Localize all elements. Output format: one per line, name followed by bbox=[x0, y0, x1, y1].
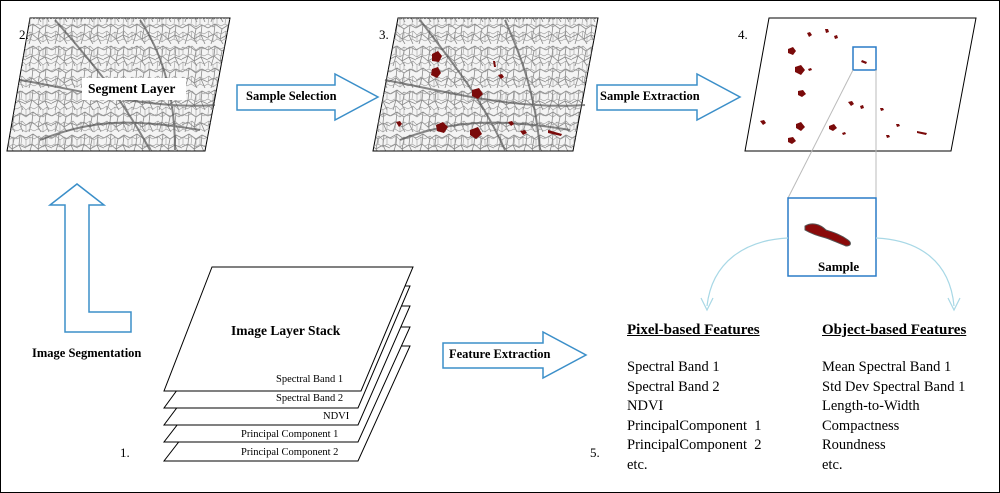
layer-label: Spectral Band 2 bbox=[276, 393, 344, 404]
object-features-title: Object-based Features bbox=[822, 322, 967, 338]
list-item: Std Dev Spectral Band 1 bbox=[822, 378, 966, 395]
feature-extraction-label: Feature Extraction bbox=[449, 347, 551, 361]
list-item: Length-to-Width bbox=[822, 398, 920, 414]
arrow-feature-extraction bbox=[442, 330, 588, 380]
layer-label: Spectral Band 1 bbox=[276, 374, 344, 385]
zoom-line-left bbox=[787, 69, 854, 199]
list-item: Roundness bbox=[822, 437, 886, 453]
list-item: etc. bbox=[627, 456, 648, 473]
image-layer-stack bbox=[162, 266, 414, 462]
segment-layer-label: Segment Layer bbox=[88, 81, 176, 96]
segment-layer-panel bbox=[6, 17, 231, 152]
step-2-number: 2. bbox=[19, 27, 29, 42]
list-item: Spectral Band 2 bbox=[627, 378, 720, 395]
pixel-features: Pixel-based Features Spectral Band 1 Spe… bbox=[627, 322, 762, 475]
sample-selection-label: Sample Selection bbox=[246, 89, 337, 103]
image-segmentation-label: Image Segmentation bbox=[32, 346, 142, 360]
list-item: etc. bbox=[822, 456, 843, 473]
list-item: NDVI bbox=[627, 398, 664, 414]
step-3-number: 3. bbox=[379, 27, 389, 42]
list-item: Spectral Band 1 bbox=[627, 359, 720, 375]
arrow-sample-extraction bbox=[596, 72, 742, 122]
object-features-list: Mean Spectral Band 1 Std Dev Spectral Ba… bbox=[822, 358, 966, 475]
sample-zoom-box bbox=[787, 197, 877, 277]
list-item: PrincipalComponent 1 bbox=[627, 417, 762, 434]
image-layer-stack-label: Image Layer Stack bbox=[231, 323, 341, 338]
layer-label: Principal Component 1 bbox=[241, 429, 339, 440]
arrow-sample-selection bbox=[236, 72, 380, 122]
sample-to-features-curves bbox=[700, 237, 961, 312]
pixel-features-list: Spectral Band 1 Spectral Band 2 NDVI Pri… bbox=[627, 358, 762, 475]
sample-label: Sample bbox=[818, 259, 860, 274]
arrow-image-segmentation bbox=[47, 183, 132, 333]
sample-extraction-panel bbox=[744, 17, 977, 152]
step-4-number: 4. bbox=[738, 27, 748, 42]
sample-selection-panel bbox=[372, 17, 599, 152]
sample-extraction-label: Sample Extraction bbox=[600, 89, 700, 103]
object-features: Object-based Features Mean Spectral Band… bbox=[822, 322, 966, 475]
layer-label: Principal Component 2 bbox=[241, 447, 339, 458]
step-5-number: 5. bbox=[590, 445, 600, 460]
list-item: Mean Spectral Band 1 bbox=[822, 359, 952, 375]
step-1-number: 1. bbox=[120, 445, 130, 460]
layer-label: NDVI bbox=[323, 411, 350, 422]
list-item: PrincipalComponent 2 bbox=[627, 437, 762, 453]
list-item: Compactness bbox=[822, 417, 900, 434]
pixel-features-title: Pixel-based Features bbox=[627, 322, 760, 338]
